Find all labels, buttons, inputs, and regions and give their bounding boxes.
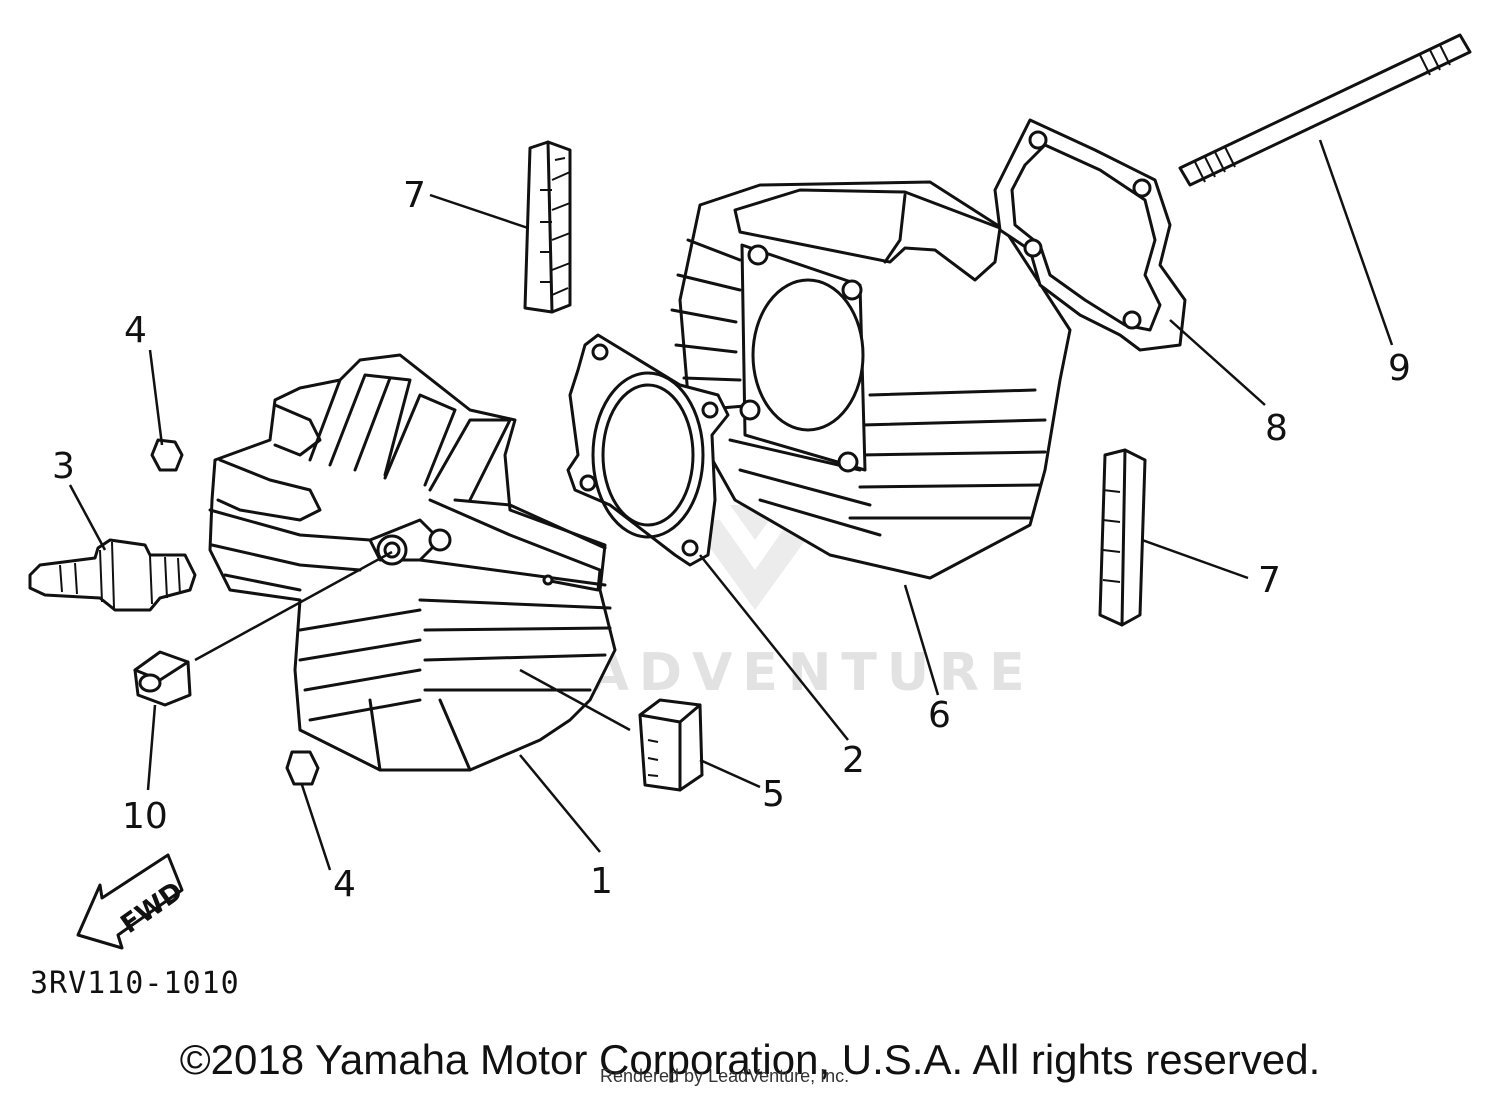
callout-6: 6 <box>928 695 951 736</box>
callout-7-upper: 7 <box>403 175 426 216</box>
callout-4-lower: 4 <box>333 864 356 905</box>
damper-part-7-lower <box>1098 448 1147 627</box>
leader-lines <box>68 139 1394 871</box>
callout-numbers: 1 2 3 4 4 5 6 7 7 8 9 10 <box>52 175 1411 905</box>
nut-part-4-upper <box>150 438 184 472</box>
cylinder-part-6 <box>670 180 1072 580</box>
fwd-direction-arrow: FWD <box>76 853 189 950</box>
callout-1: 1 <box>590 861 613 902</box>
nut-part-4-lower <box>285 750 320 786</box>
callout-8: 8 <box>1265 408 1288 449</box>
callout-10: 10 <box>122 796 168 837</box>
callout-5: 5 <box>762 774 785 815</box>
callout-9: 9 <box>1388 348 1411 389</box>
callout-4-upper: 4 <box>124 310 147 351</box>
block-part-5 <box>638 698 704 792</box>
damper-part-7-upper <box>523 140 572 314</box>
cap-part-10 <box>133 650 192 707</box>
copyright-notice: ©2018 Yamaha Motor Corporation, U.S.A. A… <box>179 1036 1321 1083</box>
rendered-by-credit: Rendered by LeadVenture, Inc. <box>600 1066 850 1086</box>
cylinder-head-part-1 <box>208 353 617 772</box>
callout-2: 2 <box>842 740 865 781</box>
callout-3: 3 <box>52 446 75 487</box>
head-gasket-part-2 <box>566 333 730 567</box>
spark-plug-part-3 <box>28 538 197 612</box>
base-gasket-part-8 <box>993 118 1187 352</box>
stud-bolt-part-9 <box>1178 33 1472 187</box>
callout-7-lower: 7 <box>1258 560 1281 601</box>
part-number-label: 3RV110-1010 <box>30 966 240 1001</box>
